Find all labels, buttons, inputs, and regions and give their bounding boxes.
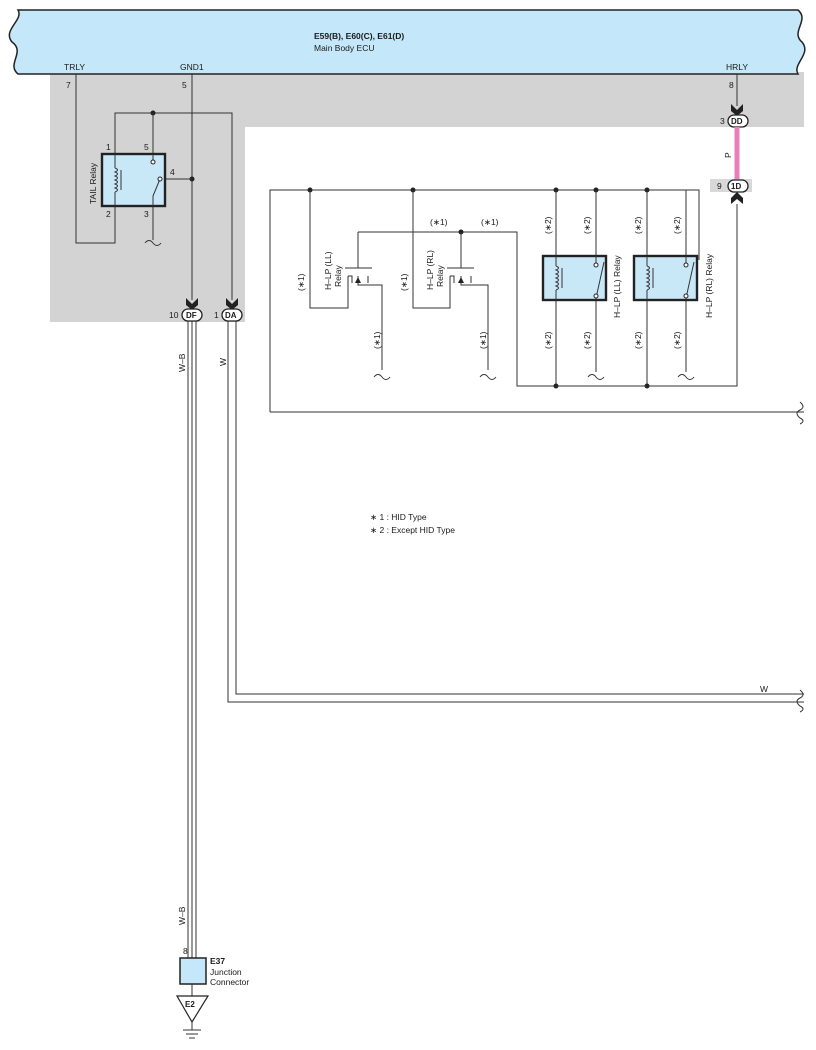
tail-relay-pin-1: 1 <box>106 142 111 152</box>
connector-dd-pin: 3 <box>720 116 725 126</box>
arrow-icon <box>226 298 238 310</box>
tail-relay-pin-5: 5 <box>144 142 149 152</box>
ecu-pin-label-trly: TRLY <box>64 62 85 72</box>
wire-label-w-top: W <box>218 358 228 366</box>
ground-symbol: E2 <box>175 995 210 1039</box>
ecu-pin-num-5: 5 <box>182 80 187 90</box>
note-1: (∗1) <box>399 273 409 291</box>
note-1: (∗1) <box>481 217 499 227</box>
note-2: (∗2) <box>582 216 592 234</box>
tail-relay-section: TAIL Relay 1 5 4 2 3 <box>75 74 233 300</box>
connector-1d: 1D 9 <box>461 179 752 387</box>
ecu-title: E59(B), E60(C), E61(D) <box>314 31 404 41</box>
connector-df-pin: 10 <box>169 310 179 320</box>
ecu-banner <box>8 9 806 75</box>
note-2: (∗2) <box>633 216 643 234</box>
ground-code: E2 <box>185 1000 195 1009</box>
wire-label-w-right: W <box>760 684 768 694</box>
ecu-pin-num-7: 7 <box>66 80 71 90</box>
wire-break <box>144 240 162 246</box>
wire-relay-top <box>114 112 233 300</box>
junction-pin: 8 <box>183 946 188 956</box>
std-relay-rl-label: H–LP (RL) Relay <box>704 253 714 318</box>
connector-dd-code: DD <box>731 117 743 126</box>
arrow-icon <box>186 298 198 310</box>
coil-icon <box>113 154 118 206</box>
connector-da-pin: 1 <box>214 310 219 320</box>
junction-code: E37 <box>210 956 225 966</box>
note-2: (∗2) <box>543 331 553 349</box>
legend-hid: ∗ 1 : HID Type <box>370 512 427 522</box>
connector-df-code: DF <box>186 311 197 320</box>
note-2: (∗2) <box>633 331 643 349</box>
headlamp-relay-network <box>269 187 804 425</box>
connector-da-code: DA <box>225 311 237 320</box>
note-1: (∗1) <box>296 273 306 291</box>
legend-except-hid: ∗ 2 : Except HID Type <box>370 525 455 535</box>
arrow-icon <box>731 192 743 204</box>
junction-connector: 8 E37 Junction Connector <box>179 946 249 996</box>
tail-relay-pin-3: 3 <box>144 209 149 219</box>
switch-contact <box>150 159 156 165</box>
ecu-pin-num-8: 8 <box>729 80 734 90</box>
tail-relay-pin-2: 2 <box>106 209 111 219</box>
connector-dd: DD 3 <box>720 74 749 128</box>
hid-relay-rl-label: H–LP (RL) <box>425 250 435 290</box>
wire-w <box>227 321 804 713</box>
tail-relay-label: TAIL Relay <box>88 162 98 204</box>
tail-relay-pin-4: 4 <box>170 167 175 177</box>
wire-label-wb-top: W–B <box>177 353 187 372</box>
connector-df: DF 10 <box>169 298 203 322</box>
arrow-icon <box>731 104 743 116</box>
note-2: (∗2) <box>543 216 553 234</box>
ecu-subtitle: Main Body ECU <box>314 43 374 53</box>
hid-relay-ll-sub: Relay <box>333 265 343 287</box>
switch-contact <box>157 176 163 182</box>
hid-relay-ll-label: H–LP (LL) <box>323 251 333 290</box>
wire-label-wb-bottom: W–B <box>177 906 187 925</box>
connector-1d-code: 1D <box>731 182 741 191</box>
tail-relay <box>100 152 167 208</box>
note-1: (∗1) <box>372 331 382 349</box>
ground-icon <box>175 995 210 1024</box>
shaded-area <box>50 72 804 322</box>
hid-relay-rl-sub: Relay <box>435 265 445 287</box>
connector-da: DA 1 <box>214 298 243 322</box>
note-2: (∗2) <box>582 331 592 349</box>
note-2: (∗2) <box>672 216 682 234</box>
junction-line1: Junction <box>210 967 242 977</box>
note-2: (∗2) <box>672 331 682 349</box>
std-relay-ll-label: H–LP (LL) Relay <box>612 255 622 318</box>
std-relay-rl <box>632 254 699 302</box>
ecu-pin-label-hrly: HRLY <box>726 62 748 72</box>
connector-1d-pin: 9 <box>717 181 722 191</box>
ecu-pin-label-gnd1: GND1 <box>180 62 204 72</box>
wire-trly <box>75 74 116 244</box>
junction-line2: Connector <box>210 977 249 987</box>
wire-label-p: P <box>723 152 733 158</box>
note-1: (∗1) <box>430 217 448 227</box>
wire-wb <box>187 321 197 958</box>
note-1: (∗1) <box>478 331 488 349</box>
